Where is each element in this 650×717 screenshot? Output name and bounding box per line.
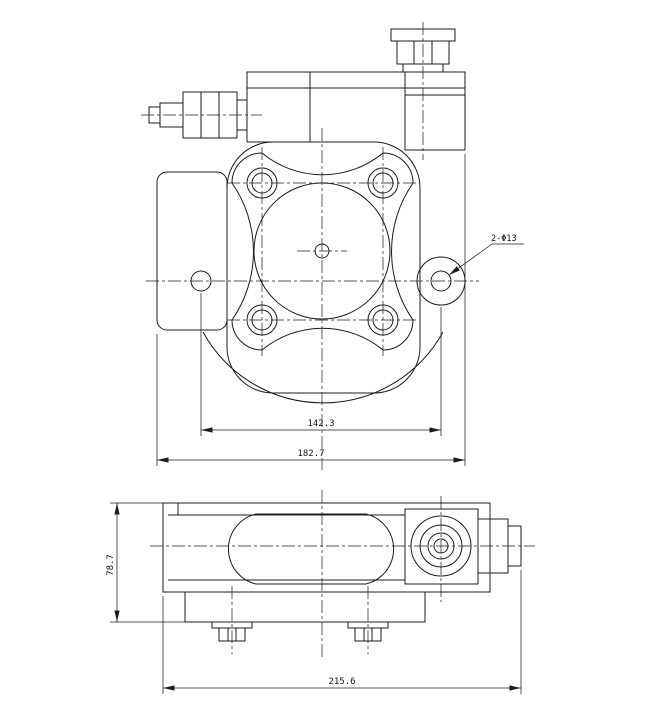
front-view-dimensions: 142.3 182.7 2-Φ13 — [156, 154, 524, 466]
bolt-top-right — [367, 167, 399, 199]
hole-callout-text: 2-Φ13 — [491, 234, 517, 244]
bolt-outer-circle — [246, 167, 278, 199]
bore-center — [314, 243, 330, 259]
side-port — [404, 508, 522, 585]
side-view-dimensions: 78.7 215.6 — [106, 502, 522, 694]
dim-text-side-height: 78.7 — [106, 554, 116, 576]
upper-housing — [246, 71, 466, 151]
bolt-outer-circle — [367, 167, 399, 199]
port-circle — [433, 538, 449, 554]
bolt-outer-circle — [367, 304, 399, 336]
port-circle — [419, 524, 463, 568]
port-circle — [410, 515, 472, 577]
bore-circle — [253, 182, 391, 320]
plug-hex-body — [396, 40, 450, 65]
center-boss-slot — [227, 513, 395, 585]
dim-text-overall-length: 215.6 — [328, 677, 355, 687]
side-body — [162, 502, 491, 593]
bolt-inner-circle — [251, 309, 273, 331]
hole-callout-leader — [448, 243, 524, 276]
lower-block — [184, 592, 426, 642]
right-mounting-hole — [430, 270, 452, 292]
gear-housing-contour — [231, 152, 414, 351]
mounting-flange — [156, 141, 466, 404]
bolt-nut — [354, 627, 382, 642]
body-outline — [162, 502, 491, 593]
housing-outline — [246, 71, 466, 150]
port-cap — [507, 525, 522, 567]
dim-text-overall-width: 182.7 — [297, 449, 324, 459]
relief-valve — [148, 91, 247, 139]
bolt-inner-circle — [372, 309, 394, 331]
port-circle — [427, 532, 455, 560]
port-flange — [404, 508, 479, 585]
left-mounting-bracket — [156, 171, 228, 331]
front-view — [141, 22, 479, 470]
left-mounting-hole — [190, 270, 212, 292]
dim-text-bolt-span: 142.3 — [307, 419, 334, 429]
bolt-inner-circle — [372, 172, 394, 194]
bolt-top-left — [246, 167, 278, 199]
bolt-bottom-right — [367, 304, 399, 336]
top-port-plug — [390, 28, 456, 72]
body-bottom-arc — [202, 331, 444, 404]
side-view — [150, 490, 535, 660]
valve-hex-nut — [182, 91, 238, 139]
bolt-bottom-left — [246, 304, 278, 336]
bolt-nut — [218, 627, 246, 642]
bolt-outer-circle — [246, 304, 278, 336]
bolt-inner-circle — [251, 172, 273, 194]
lower-block-outline — [184, 592, 426, 623]
